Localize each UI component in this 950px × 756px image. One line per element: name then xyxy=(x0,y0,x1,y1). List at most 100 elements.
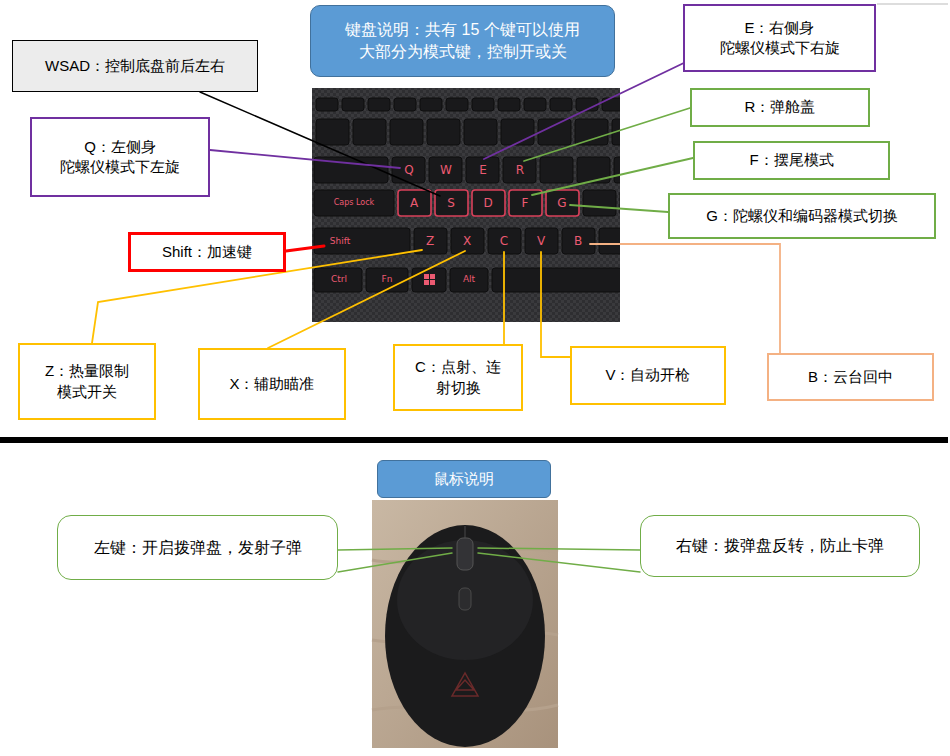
key-legend: Caps Lock xyxy=(334,199,375,207)
key-legend: C xyxy=(500,235,508,247)
callout-box: Shift：加速键 xyxy=(128,232,286,272)
callout-text: 鼠标说明 xyxy=(434,469,494,489)
key-legend: V xyxy=(537,235,545,247)
keycap xyxy=(599,228,620,254)
key-legend: E xyxy=(479,164,487,176)
callout-text: E：右侧身 陀螺仪模式下右旋 xyxy=(693,18,866,59)
mouse-photo xyxy=(372,500,558,748)
windows-logo xyxy=(430,280,435,285)
leader-line xyxy=(210,150,400,168)
keycap xyxy=(450,268,488,292)
callout-text: Q：左侧身 陀螺仪模式下左旋 xyxy=(40,137,200,178)
key-legend: S xyxy=(447,197,455,209)
button-split xyxy=(464,526,466,538)
key-legend: D xyxy=(483,197,492,209)
callout-text: Z：热量限制 模式开关 xyxy=(28,361,146,402)
keycap xyxy=(546,190,579,216)
callout-text: F：摆尾模式 xyxy=(749,150,833,170)
keycap xyxy=(583,190,616,216)
callout-box: 鼠标说明 xyxy=(377,460,551,498)
windows-logo xyxy=(430,274,435,279)
key-legend: Z xyxy=(426,235,434,247)
callout-text: 右键：拨弹盘反转，防止卡弹 xyxy=(676,535,884,557)
keycap xyxy=(353,119,386,145)
keycap xyxy=(314,228,410,254)
callout-text: B：云台回中 xyxy=(808,367,893,387)
page-edge xyxy=(877,4,948,5)
callout-text: 键盘说明：共有 15 个键可以使用 大部分为模式键，控制开或关 xyxy=(319,19,606,62)
keycap xyxy=(501,119,534,145)
keycap xyxy=(420,98,442,111)
windows-logo xyxy=(424,280,429,285)
callout-box: X：辅助瞄准 xyxy=(198,348,346,420)
keycap xyxy=(366,268,408,292)
leader-line xyxy=(524,108,690,161)
callout-box: 左键：开启拨弹盘，发射子弹 xyxy=(57,515,338,580)
keycap xyxy=(540,157,573,183)
keycap xyxy=(427,119,460,145)
dpi-button xyxy=(459,588,471,610)
callout-box: 键盘说明：共有 15 个键可以使用 大部分为模式键，控制开或关 xyxy=(310,5,615,77)
keycap xyxy=(525,228,558,254)
keycap xyxy=(464,119,497,145)
keycap xyxy=(498,98,520,111)
callout-text: Shift：加速键 xyxy=(162,242,252,262)
keyboard-keys xyxy=(314,98,620,292)
callout-box: B：云台回中 xyxy=(767,353,934,401)
keycap xyxy=(492,268,620,292)
leader-line xyxy=(503,252,505,344)
keycap xyxy=(550,98,572,111)
keycap xyxy=(314,268,362,292)
callout-box: Q：左侧身 陀螺仪模式下左旋 xyxy=(30,117,210,197)
leader-line xyxy=(570,205,668,212)
leader-line xyxy=(532,158,693,195)
keycap xyxy=(472,190,505,216)
key-legend: Alt xyxy=(463,275,475,284)
keycap xyxy=(314,190,394,216)
keycap xyxy=(412,268,446,292)
key-legend: A xyxy=(410,197,418,209)
keycap xyxy=(488,228,521,254)
keycap xyxy=(390,119,423,145)
callout-text: R：弹舱盖 xyxy=(745,97,816,117)
leader-line xyxy=(541,252,570,357)
key-legend: B xyxy=(574,235,582,247)
key-legend: F xyxy=(522,197,529,209)
leader-line xyxy=(478,548,640,572)
callout-box: F：摆尾模式 xyxy=(693,141,890,180)
key-legend: X xyxy=(463,235,471,247)
key-legend: Fn xyxy=(382,275,393,284)
callout-box: R：弹舱盖 xyxy=(690,88,870,127)
keycap xyxy=(394,98,416,111)
divider-bar xyxy=(0,437,948,443)
keycap xyxy=(472,98,494,111)
callout-box: Z：热量限制 模式开关 xyxy=(18,343,156,420)
leader-line xyxy=(338,548,452,572)
callout-text: 左键：开启拨弹盘，发射子弹 xyxy=(94,537,302,559)
callout-box: WSAD：控制底盘前后左右 xyxy=(12,40,258,92)
keycap xyxy=(398,190,431,216)
scroll-wheel xyxy=(457,538,473,570)
keycap xyxy=(368,98,390,111)
keycap xyxy=(451,228,484,254)
callout-box: V：自动开枪 xyxy=(570,346,726,405)
keycap xyxy=(562,228,595,254)
keycap xyxy=(538,119,571,145)
keycap xyxy=(429,157,462,183)
leader-line xyxy=(590,244,780,353)
keycap xyxy=(392,157,425,183)
callout-text: WSAD：控制底盘前后左右 xyxy=(45,56,225,76)
keycap xyxy=(342,98,364,111)
key-legend: Ctrl xyxy=(331,275,347,284)
keycap xyxy=(602,98,620,111)
key-legend: R xyxy=(516,164,524,176)
key-legend: W xyxy=(440,164,452,176)
callout-box: 右键：拨弹盘反转，防止卡弹 xyxy=(640,515,920,577)
callout-box: E：右侧身 陀螺仪模式下右旋 xyxy=(683,4,876,72)
key-legend: Shift xyxy=(330,237,350,246)
leader-line xyxy=(286,246,324,251)
callout-text: X：辅助瞄准 xyxy=(229,374,314,394)
windows-logo xyxy=(424,274,429,279)
key-legend: G xyxy=(557,197,566,209)
